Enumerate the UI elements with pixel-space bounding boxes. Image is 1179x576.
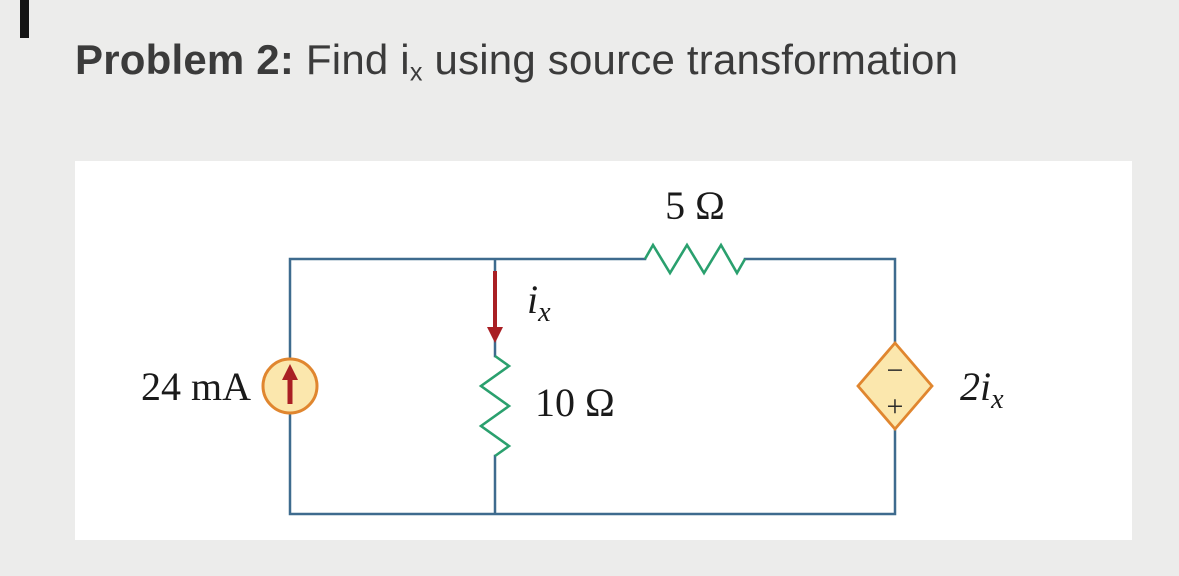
label-2ix-base: 2i: [960, 364, 991, 409]
resistor-5ohm: [643, 242, 747, 276]
title-subscript: x: [409, 58, 423, 87]
circuit-diagram: − + 24 mA 5 Ω 10 Ω ix 2ix: [141, 183, 1004, 516]
label-24ma: 24 mA: [141, 364, 251, 409]
problem-label: Problem 2:: [75, 36, 295, 83]
page-title: Problem 2: Find ix using source transfor…: [75, 36, 959, 87]
label-2ix-sub: x: [990, 384, 1004, 415]
resistor-10ohm: [478, 354, 512, 458]
corner-accent-bar: [20, 0, 29, 38]
label-ix: ix: [527, 277, 551, 328]
dependent-source-minus-sign: −: [887, 354, 904, 387]
label-5ohm: 5 Ω: [665, 183, 725, 228]
dependent-source: [856, 340, 934, 432]
label-ix-sub: x: [537, 297, 551, 328]
circuit-panel: − + 24 mA 5 Ω 10 Ω ix 2ix: [75, 161, 1132, 540]
ix-arrowhead-icon: [487, 327, 503, 343]
title-text: Find i: [294, 36, 410, 83]
current-source-arrowhead-icon: [282, 364, 298, 380]
title-text-rest: using source transformation: [422, 36, 959, 83]
label-10ohm: 10 Ω: [535, 380, 615, 425]
label-ix-base: i: [527, 277, 538, 322]
dependent-source-plus-sign: +: [887, 390, 904, 423]
label-2ix: 2ix: [960, 364, 1004, 415]
circuit-wires: [288, 257, 897, 516]
